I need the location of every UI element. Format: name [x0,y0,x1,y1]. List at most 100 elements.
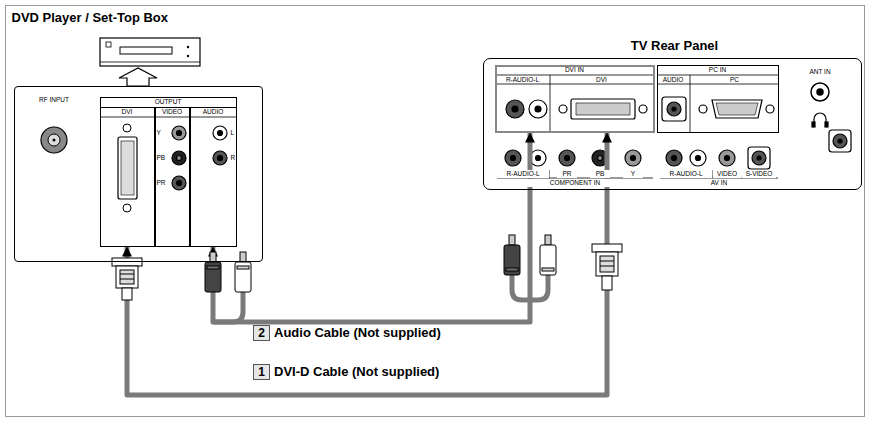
jack-label: PR [157,179,169,187]
ant-in-jack [817,89,823,95]
tv-component-jacks [505,150,521,166]
headphone-jack [829,130,851,152]
dvd-video-jacks [177,131,182,136]
headphone-jack [833,134,847,148]
tv-panel-lines [495,75,779,178]
dvd-device-icon [120,47,172,54]
rca-plugs-dvd-side [205,262,221,292]
tv-dvi-in-jacks [535,106,541,112]
dvd-device-icon [100,62,200,63]
video-output-column: VIDEOYPBPR [155,107,190,247]
rca-plugs-dvd-side [240,252,246,262]
jack-label: PC [691,76,779,84]
tv-panel-lines [657,84,779,85]
dvd-dvi-jack [118,137,137,199]
dvd-device-icon [100,38,200,66]
connector-label: R-AUDIO-L [497,170,549,178]
dvi-plug-dvd-side [116,266,138,288]
dvi-plug-tv-side [596,252,618,276]
tv-pc-in-jacks [672,107,676,111]
component-label: TV Rear Panel [560,38,790,54]
connector-label: Y [623,170,643,178]
dvd-dvi-jack [121,141,134,195]
dvd-video-jacks [177,156,182,161]
tv-component-jacks [505,150,641,166]
dvi-plug-dvd-side [112,258,142,300]
dvi-plug-dvd-side [120,270,134,284]
zoom-arrow [119,68,157,86]
rca-plugs-tv-side [504,245,520,275]
tv-av-in-jacks [666,147,770,169]
tv-av-in-jacks [752,151,766,165]
dvd-panel-lines [100,117,237,118]
tv-dvi-in-jacks [576,103,630,115]
tv-av-in-jacks [719,150,735,166]
connector-label: RF INPUT [22,96,86,104]
headphone-jack [825,122,828,127]
dvd-video-jacks [177,181,182,186]
outer-frame [6,6,865,417]
dvd-device-icon [187,55,189,57]
dvi-plug-dvd-side [112,258,142,266]
tv-panel-lines [657,75,779,76]
tv-dvi-in-jacks [529,100,547,118]
connector-label: R-AUDIO-L [660,170,712,178]
dvd-audio-jacks [218,156,223,161]
connector-label: COMPONENT IN [497,179,653,187]
tv-av-in-jacks [696,156,701,161]
tv-dvi-in-jacks [571,99,635,119]
output-group: DVIVIDEOYPBPRAUDIOLROUTPUT [100,97,237,247]
connector-label: PR [557,170,577,178]
rf-input-jack [48,134,60,146]
headphone-jack [812,122,815,127]
dvi-plug-tv-side [592,244,622,290]
tv-dvi-in-jacks [639,105,647,113]
rca-plugs-dvd-side [207,266,219,269]
dvi-plug-dvd-side [120,274,134,275]
cable-label: DVI-D Cable (Not supplied) [272,364,441,380]
source-panel: DVIVIDEOYPBPRAUDIOLROUTPUTDVD Player / S… [14,86,263,262]
jack-label: Y [157,129,169,137]
jack-label: AUDIO [657,76,690,84]
tv-pc-in-jacks [662,97,774,121]
headphone-jack [812,113,851,152]
rca-plugs-tv-side [506,268,518,271]
dvd-audio-jacks [213,126,227,140]
component-label: OUTPUT [100,98,237,106]
jack-label: L [231,129,237,137]
tv-panel-lines [550,75,551,133]
tv-panel-lines [690,75,691,133]
cable-wires [530,275,548,300]
callout-number: 2 [253,325,270,341]
dvi-plug-tv-side [600,261,614,262]
dvi-plug-tv-side [600,266,614,267]
cable-connector [127,133,607,396]
dvd-device-icon [106,42,111,47]
rca-plugs-tv-side [504,235,556,275]
dvi-plug-dvd-side [120,279,134,280]
rca-plugs-tv-side [545,235,551,245]
cable-label: Audio Cable (Not supplied) [272,325,443,341]
rca-plugs-dvd-side [235,262,251,292]
dvi-in-group: DVI INR-AUDIO-LDVI [495,65,655,133]
rf-input-jack [41,127,67,153]
tv-pc-in-jacks [766,105,774,113]
headphone-jack [814,113,826,124]
tv-av-in-jacks [666,150,682,166]
tv-dvi-in-jacks [506,99,647,119]
rca-plugs-dvd-side [237,266,249,269]
rca-plugs-dvd-side [210,252,216,262]
connector-label: VIDEO [713,170,741,178]
dvi-output-column: DVI [100,107,155,247]
dvd-device-icon [187,46,189,48]
rf-input-jack [41,127,67,153]
tv-dvi-in-jacks [506,100,524,118]
cable-wires [512,275,530,300]
tv-panel-lines [495,84,655,85]
dvi-plug-dvd-side [122,288,132,300]
dvi-plug-tv-side [600,256,614,272]
rca-plugs-tv-side [542,268,554,271]
dvd-panel-lines [100,117,237,118]
